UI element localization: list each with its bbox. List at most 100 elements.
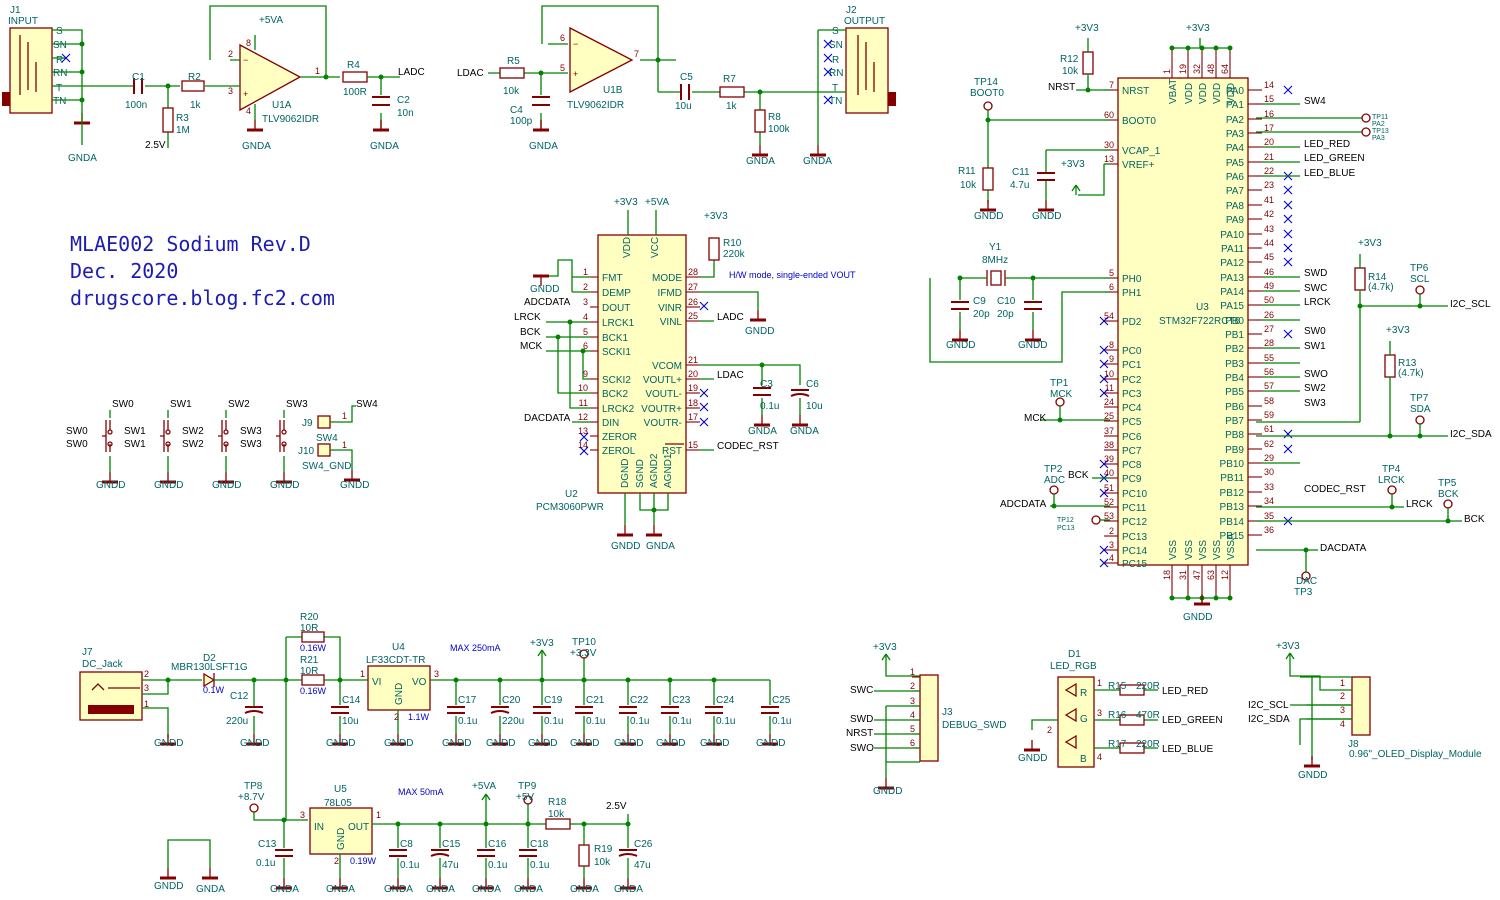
u3-lpin-11: PC4 [1122, 403, 1142, 414]
j8-ref: J8 [1348, 739, 1359, 750]
u2-rpinnum-6: 19 [688, 383, 698, 393]
tp8-value: +8.7V [238, 792, 265, 803]
u2-pin-0: FMT [602, 273, 623, 284]
u3-lpin-1: BOOT0 [1122, 116, 1156, 127]
tp9-value: +5V [516, 792, 534, 803]
gnda-c3: GNDA [748, 426, 777, 437]
j1-pin-rn: RN [53, 68, 67, 79]
c5-value: 10u [675, 101, 692, 112]
u3-lpin-9: PC2 [1122, 375, 1142, 386]
u3-rpin-8: PA8 [1226, 201, 1245, 212]
j3-pinnum-4: 5 [910, 724, 915, 734]
u2-agnd2: AGND2 [649, 453, 660, 488]
u4-gnd: GND [394, 683, 405, 705]
svg-text:3: 3 [300, 810, 305, 820]
u3-topnum-1: 19 [1178, 64, 1188, 74]
input-buffer: C1 100n R2 1k R3 1M 2.5V −+ 231 84 +5VA … [125, 5, 340, 152]
tp3-value: DAC [1296, 576, 1317, 587]
r10-value: 220k [723, 249, 746, 260]
u3-rpin-21: PB5 [1225, 387, 1244, 398]
u3-lpin-6: PD2 [1122, 317, 1142, 328]
u3-rpinnum-25: 62 [1264, 439, 1274, 449]
u3-rpinnum-15: 50 [1264, 295, 1274, 305]
r11-ref: R11 [958, 166, 976, 177]
v5va-label-1: +5VA [259, 15, 283, 26]
v3v3-r13: +3V3 [1386, 325, 1410, 336]
sw2-value: SW2 [182, 439, 204, 450]
svg-text:1: 1 [315, 66, 320, 76]
title-line-3: drugscore.blog.fc2.com [70, 286, 335, 310]
u2-pinnum-11: 14 [578, 440, 588, 450]
gnda-c26: GNDA [614, 884, 643, 895]
tp13-ref: TP13 [1372, 128, 1389, 135]
svg-text:+: + [243, 89, 248, 99]
c4-value: 100p [510, 116, 533, 127]
r2-value: 1k [190, 100, 202, 111]
c9-value: 20p [973, 309, 990, 320]
r14-value: (4.7k) [1368, 282, 1394, 293]
gndd-sw0: GNDD [96, 480, 125, 491]
gndd-sw2: GNDD [212, 480, 241, 491]
u3-botnum-2: 47 [1192, 570, 1202, 580]
cap33-val-4: 0.1u [630, 716, 649, 727]
u3-lpinnum-9: 10 [1104, 369, 1114, 379]
tp4-value: LRCK [1378, 475, 1405, 486]
u3-rpinnum-23: 59 [1264, 410, 1274, 420]
u2-pinnum-1: 2 [583, 282, 588, 292]
net-i2c-scl-1: I2C_SCL [1450, 299, 1491, 310]
u3-rpinnum-4: 20 [1264, 137, 1274, 147]
u3-rpin-25: PB9 [1225, 445, 1244, 456]
gnda-label-1: GNDA [68, 153, 97, 164]
tp4-ref: TP4 [1382, 464, 1401, 475]
net-led-blue-1: LED_BLUE [1304, 168, 1355, 179]
u3-lpin-18: PC11 [1122, 503, 1147, 514]
r17-value: 220R [1136, 739, 1160, 750]
net-sw3-top: SW3 [286, 399, 308, 410]
u3-lpin-13: PC6 [1122, 432, 1142, 443]
gndd-c12: GNDD [240, 738, 269, 749]
u3-lpinnum-10: 11 [1105, 383, 1114, 393]
sw2-ref: SW2 [182, 426, 204, 437]
c13-ref: C13 [258, 839, 277, 850]
r11-value: 10k [960, 180, 977, 191]
c11-value: 4.7u [1010, 180, 1029, 191]
u3-lpin-17: PC10 [1122, 489, 1147, 500]
c12-value: 220u [226, 716, 248, 727]
gndd-d1: GNDD [1018, 753, 1047, 764]
u3-rpin-10: PA10 [1220, 230, 1244, 241]
net-led-red-1: LED_RED [1304, 139, 1350, 150]
u3-lpinnum-1: 60 [1104, 110, 1114, 120]
u3-rpinnum-19: 55 [1264, 353, 1274, 363]
codec-u2: FMT1DEMP2DOUT3LRCK14BCK15SCKI16SCKI29BCK… [514, 197, 856, 552]
j1-pin-sn: SN [53, 40, 67, 51]
cap5-ref-2: C16 [488, 839, 507, 850]
net-led-blue-2: LED_BLUE [1162, 744, 1213, 755]
gndd-cap33-3: GNDD [570, 738, 599, 749]
r16-ref: R16 [1108, 710, 1127, 721]
u3-lpinnum-7: 8 [1109, 340, 1114, 350]
jack-j1: J1 INPUT S SN R RN T TN GNDA [2, 5, 130, 164]
u2-pin-3: LRCK1 [602, 318, 635, 329]
v3v3-u3: +3V3 [1186, 23, 1210, 34]
u2-rpin-1: IFMD [658, 288, 682, 299]
u2-pinnum-4: 5 [583, 327, 588, 337]
svg-text:3: 3 [434, 669, 439, 679]
cap5-ref-3: C18 [530, 839, 549, 850]
net-adcdata-1: ADCDATA [524, 297, 571, 308]
j10-value: SW4_GND [302, 461, 351, 472]
u3-lpin-20: PC13 [1122, 532, 1147, 543]
net-lrck-3: LRCK [1406, 499, 1433, 510]
v3v3-vref: +3V3 [1061, 159, 1085, 170]
r5-value: 10k [503, 86, 520, 97]
j10-ref: J10 [298, 446, 315, 457]
u3-rpin-14: PA14 [1220, 287, 1244, 298]
u3-lpin-2: VCAP_1 [1122, 146, 1161, 157]
gnda-label-5: GNDA [746, 156, 775, 167]
cap33-val-7: 0.1u [772, 716, 791, 727]
svg-text:3: 3 [1340, 705, 1345, 715]
gndd-cap33-5: GNDD [656, 738, 685, 749]
cap33-ref-3: C21 [586, 695, 605, 706]
u3-rpin-12: PA12 [1220, 258, 1244, 269]
c12-ref: C12 [230, 691, 249, 702]
r15-ref: R15 [1108, 681, 1127, 692]
